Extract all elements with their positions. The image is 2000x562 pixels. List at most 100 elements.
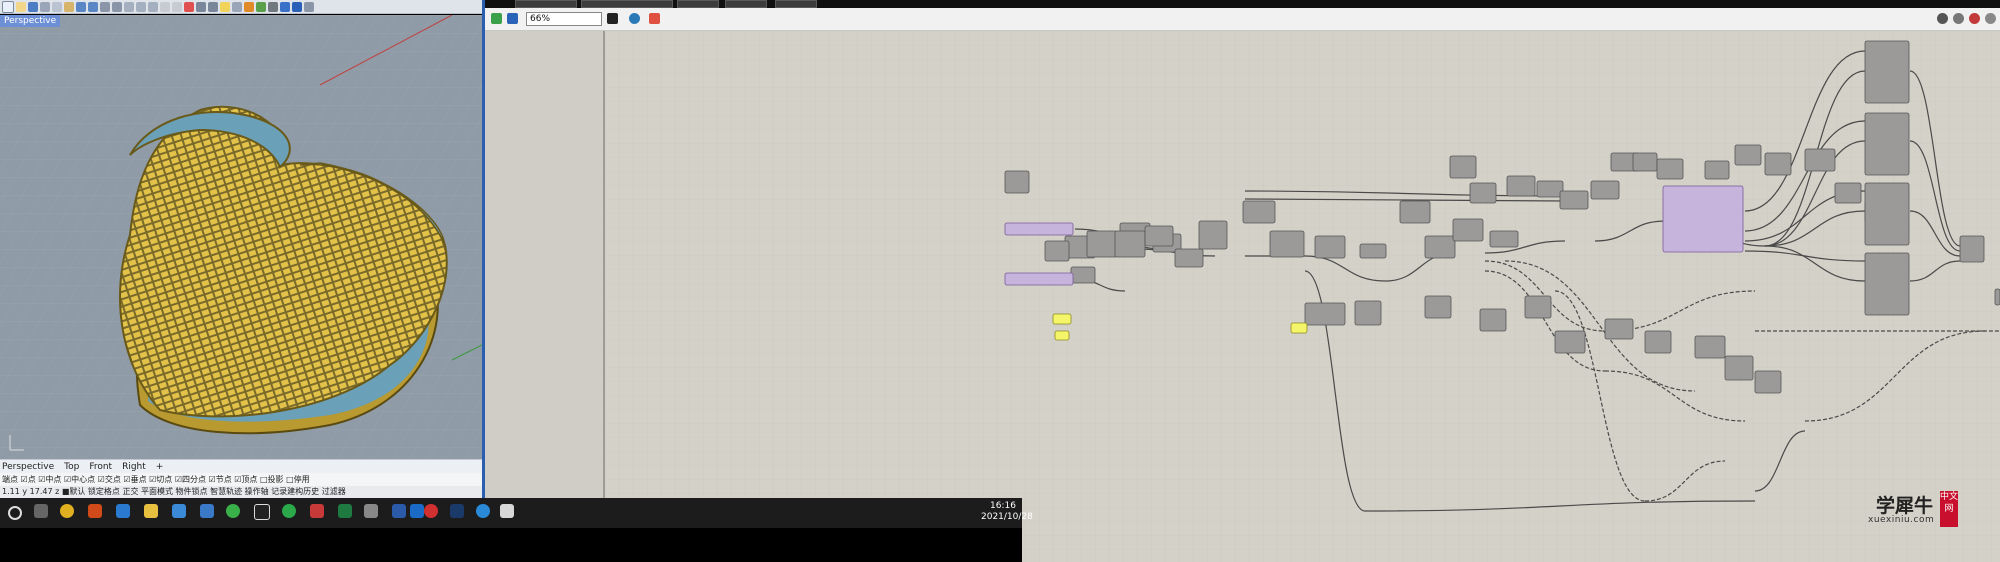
perspective-viewport[interactable]: Perspective: [0, 15, 482, 459]
excel-icon[interactable]: [338, 504, 352, 518]
rotate-view-icon[interactable]: [112, 1, 122, 12]
gh-component[interactable]: [1479, 308, 1507, 332]
viewport-layout-icon[interactable]: [172, 1, 182, 12]
window-divider[interactable]: [482, 0, 485, 498]
gh-canvas-area[interactable]: [485, 31, 2000, 562]
gh-component[interactable]: [1469, 182, 1497, 204]
tab-front[interactable]: Front: [89, 461, 113, 472]
gh-component[interactable]: [1754, 370, 1782, 394]
gh-component[interactable]: [1554, 330, 1586, 354]
point-icon[interactable]: [232, 1, 242, 12]
zoom-extents-icon[interactable]: [148, 1, 158, 12]
gh-component[interactable]: [1590, 180, 1620, 200]
gh-component[interactable]: [1086, 230, 1118, 258]
store-icon[interactable]: [172, 504, 186, 518]
gh-component[interactable]: [1044, 240, 1070, 262]
mail-icon[interactable]: [116, 504, 130, 518]
chrome-icon[interactable]: [60, 504, 74, 518]
gh-component[interactable]: [1724, 355, 1754, 381]
gh-component[interactable]: [1656, 158, 1684, 180]
tab-right[interactable]: Right: [122, 461, 146, 472]
gh-component[interactable]: [1304, 302, 1346, 326]
gh-tab[interactable]: [725, 0, 767, 8]
gh-component[interactable]: [1632, 152, 1658, 172]
zoom-dropdown[interactable]: 66%: [526, 12, 602, 26]
light-icon[interactable]: [220, 1, 230, 12]
gh-panel[interactable]: [1052, 313, 1072, 325]
preview-wire-icon[interactable]: [1953, 13, 1964, 24]
gh-component[interactable]: [1644, 330, 1672, 354]
select-icon[interactable]: [184, 1, 194, 12]
gh-output-component[interactable]: [1864, 252, 1910, 316]
tab-top[interactable]: Top: [64, 461, 80, 472]
gh-component[interactable]: [1144, 225, 1174, 247]
gh-component[interactable]: [1242, 200, 1276, 224]
clock-date[interactable]: 2021/10/28: [981, 512, 1033, 522]
gh-panel[interactable]: [1290, 322, 1308, 334]
save-icon[interactable]: [28, 1, 38, 12]
gh-component[interactable]: [1604, 318, 1634, 340]
gh-tab[interactable]: [581, 0, 673, 8]
undo-icon[interactable]: [76, 1, 86, 12]
rhino-icon[interactable]: [500, 504, 514, 518]
new-file-icon[interactable]: [2, 0, 14, 13]
start-icon[interactable]: [8, 506, 22, 520]
preview-selected-icon[interactable]: [1985, 13, 1996, 24]
gh-output-component[interactable]: [1864, 112, 1910, 176]
gh-component[interactable]: [1359, 243, 1387, 259]
qq-icon[interactable]: [254, 504, 270, 520]
preview-off-icon[interactable]: [1937, 13, 1948, 24]
gh-component[interactable]: [1424, 235, 1456, 259]
redo-icon[interactable]: [88, 1, 98, 12]
gh-slider-selected[interactable]: [1004, 272, 1074, 286]
gh-component[interactable]: [1764, 152, 1792, 176]
gh-component[interactable]: [1734, 144, 1762, 166]
gh-component[interactable]: [1536, 180, 1564, 198]
autocad-icon[interactable]: [310, 504, 324, 518]
open-file-icon[interactable]: [16, 1, 26, 12]
osnap-bar[interactable]: 端点 ☑点 ☑中点 ☑中心点 ☑交点 ☑垂点 ☑切点 ☑四分点 ☑节点 ☑顶点 …: [0, 473, 486, 486]
sphere-icon[interactable]: [268, 1, 278, 12]
zoom-icon[interactable]: [124, 1, 134, 12]
gh-component[interactable]: [1004, 170, 1030, 194]
tab-perspective[interactable]: Perspective: [2, 461, 55, 472]
messages-icon[interactable]: [200, 504, 214, 518]
gh-component[interactable]: [1449, 155, 1477, 179]
gh-output-component[interactable]: [1864, 40, 1910, 104]
gh-component[interactable]: [1452, 218, 1484, 242]
gh-component[interactable]: [1804, 148, 1836, 172]
render-icon[interactable]: [208, 1, 218, 12]
grid-icon[interactable]: [160, 1, 170, 12]
gh-slider-selected[interactable]: [1004, 222, 1074, 236]
outlook-icon[interactable]: [410, 504, 424, 518]
gh-panel[interactable]: [1054, 330, 1070, 341]
status-bar[interactable]: 1.11 y 17.47 z ■默认 锁定格点 正交 平面模式 物件锁点 智慧轨…: [0, 486, 486, 498]
gh-component[interactable]: [1489, 230, 1519, 248]
gh-component[interactable]: [1198, 220, 1228, 250]
paste-icon[interactable]: [64, 1, 74, 12]
gh-component[interactable]: [1694, 335, 1726, 359]
color-wheel-icon[interactable]: [244, 1, 254, 12]
word-icon[interactable]: [392, 504, 406, 518]
netease-music-icon[interactable]: [424, 504, 438, 518]
gh-component[interactable]: [1070, 266, 1096, 284]
gh-component[interactable]: [1506, 175, 1536, 197]
file-explorer-icon[interactable]: [144, 504, 158, 518]
calculator-icon[interactable]: [364, 504, 378, 518]
gh-component[interactable]: [1559, 190, 1589, 210]
task-view-icon[interactable]: [34, 504, 48, 518]
shade-icon[interactable]: [196, 1, 206, 12]
cut-icon[interactable]: [40, 1, 50, 12]
help-icon[interactable]: [292, 1, 302, 12]
gh-component[interactable]: [1354, 300, 1382, 326]
gh-component[interactable]: [1834, 182, 1862, 204]
clock-time[interactable]: 16:16: [990, 501, 1016, 511]
render-color-icon[interactable]: [256, 1, 266, 12]
gh-component[interactable]: [1959, 235, 1985, 263]
add-tab-icon[interactable]: +: [155, 461, 164, 472]
gh-component[interactable]: [1314, 235, 1346, 259]
gh-component[interactable]: [1399, 200, 1431, 224]
zoom-window-icon[interactable]: [136, 1, 146, 12]
pan-icon[interactable]: [100, 1, 110, 12]
viewport-title[interactable]: Perspective: [0, 15, 61, 27]
